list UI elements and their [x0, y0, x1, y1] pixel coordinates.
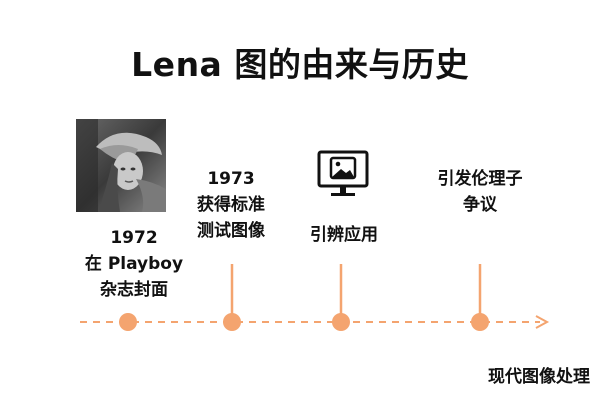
monitor-image-icon — [317, 150, 369, 196]
event-year: 1972 — [110, 228, 158, 248]
event-application-label: 引辨应用 — [296, 222, 392, 248]
timeline-node-app — [332, 313, 350, 331]
timeline-end-label: 现代图像处理 — [488, 367, 590, 387]
page-title: Lena 图的由来与历史 — [131, 45, 469, 84]
portrait-photo — [76, 119, 166, 212]
event-1972-label: 1972 在 Playboy 杂志封面 — [60, 225, 208, 303]
event-text: 获得标准 — [197, 195, 265, 215]
timeline-arrow — [535, 315, 550, 329]
event-text: 杂志封面 — [100, 280, 168, 300]
timeline-node-ethics — [471, 313, 489, 331]
event-1973-label: 1973 获得标准 测试图像 — [183, 166, 279, 244]
event-text: 引发伦理子 — [437, 169, 523, 189]
event-text: 引辨应用 — [310, 225, 378, 245]
timeline-node-1972 — [119, 313, 137, 331]
event-text: 测试图像 — [197, 221, 265, 241]
timeline-node-1973 — [223, 313, 241, 331]
event-year: 1973 — [207, 169, 255, 189]
event-text: 争议 — [463, 195, 497, 215]
event-ethics-label: 引发伦理子 争议 — [420, 166, 540, 218]
event-text: 在 Playboy — [84, 254, 184, 274]
